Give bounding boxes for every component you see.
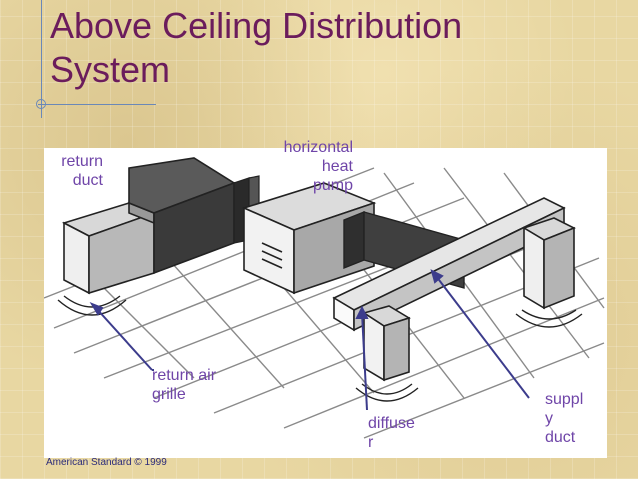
label-return-duct: return duct [55,152,103,190]
return-duct [61,157,236,295]
label-return-grille-line1: return air [152,367,217,384]
label-supply-duct-line1: suppl [545,391,584,408]
decor-vertical-line [41,0,42,118]
title-line-1: Above Ceiling Distribution [50,5,463,46]
airflow-arcs [57,295,583,402]
label-return-grille-line2: grille [152,386,186,403]
leader-lines [89,269,530,411]
slide-title: Above Ceiling Distribution System [50,4,462,92]
label-return-grille: return air grille [152,366,216,404]
supply-duct [332,197,576,382]
decor-circle [36,99,46,109]
label-heat-pump-line2: heat [321,158,353,175]
label-diffuser-line1: diffuse [368,415,415,432]
diagram-panel [44,148,607,458]
label-heat-pump-line3: pump [312,177,353,194]
ceiling-diagram [44,157,605,439]
label-diffuser: diffuse r [368,414,415,452]
decor-title-underline [38,104,156,105]
label-diffuser-line2: r [368,434,374,451]
copyright-footer: American Standard © 1999 [46,457,167,468]
label-supply-duct: suppl y duct [545,390,583,447]
title-line-2: System [50,49,171,90]
label-heat-pump-line1: horizontal [283,139,353,156]
label-supply-duct-line2: y [545,410,553,427]
label-return-duct-line1: return [61,153,103,170]
label-supply-duct-line3: duct [545,429,576,446]
label-heat-pump: horizontal heat pump [275,138,353,195]
label-return-duct-line2: duct [72,172,103,189]
